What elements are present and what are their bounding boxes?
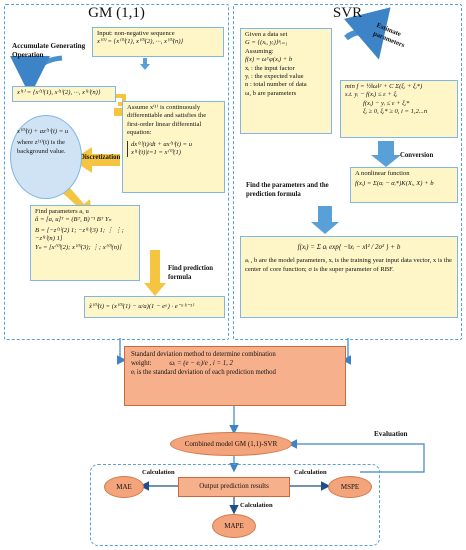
input-sequence: x⁽⁰⁾ = {x⁽⁰⁾(1), x⁽⁰⁾(2), ···, x⁽⁰⁾(n)} — [97, 38, 184, 46]
calc-label-mspe: Calculation — [294, 469, 327, 476]
ago-arrow — [10, 55, 63, 96]
given-box: Given a data set G = {(xᵢ, yᵢ)}ⁿᵢ₌₁ Assu… — [240, 28, 332, 134]
combined-model-ellipse: Combined model GM (1,1)-SVR — [170, 432, 292, 456]
assume-text: Assume x⁽¹⁾ is continuously differentiab… — [127, 104, 207, 137]
combo-line2: weight: ωᵢ = (e − eᵢ)/e , i = 1, 2 — [131, 359, 339, 368]
params-title: Find parameters a, u — [35, 208, 89, 215]
combo-line3: eᵢ is the standard deviation of each pre… — [131, 369, 276, 377]
input-label: Input: non-negative sequence — [97, 30, 175, 37]
svr-pred-desc: aᵢ , b are the model parameters, xᵢ is t… — [245, 257, 452, 273]
combo-line1: Standard deviation method to determine c… — [131, 351, 276, 358]
gm-title: GM (1,1) — [88, 5, 145, 21]
yellow-arrow-find-prediction — [144, 250, 166, 296]
mspe-ellipse: MSPE — [328, 476, 372, 498]
mape-ellipse: MAPE — [212, 514, 256, 538]
calc-label-mae: Calculation — [142, 469, 175, 476]
evaluation-loop — [287, 439, 425, 473]
nonlinear-box: A nonlinear function f(xᵢ) = Σ(αᵢ − αᵢ*)… — [350, 167, 458, 203]
find-params-prediction-label: Find the parameters and the prediction f… — [246, 182, 329, 198]
estimate-arrow — [343, 7, 391, 60]
ode-line1: dx⁽¹⁾(t)/dt + ax⁽¹⁾(t) = u — [131, 140, 193, 148]
combo-weight-label: weight: — [131, 360, 152, 368]
assume-box: Assume x⁽¹⁾ is continuously differentiab… — [122, 101, 225, 193]
find-prediction-label: Find prediction formula — [168, 265, 214, 281]
matrix-y: Yₙ = [x⁽⁰⁾(2); x⁽⁰⁾(3); ⋮; x⁽⁰⁾(n)] — [35, 243, 122, 251]
blue-arrow-find-prediction — [311, 206, 339, 234]
line-gm-to-combo — [116, 338, 127, 365]
given-line-4: xᵢ : the input factor — [245, 64, 295, 72]
evaluation-label: Evaluation — [374, 430, 408, 438]
gm-prediction-formula: x̂⁽⁰⁾(t) = (x⁽⁰⁾(1) − u/a)(1 − eᵃ) · e⁻ᵃ… — [84, 296, 225, 318]
nonlinear-title: A nonlinear function — [355, 170, 410, 177]
given-line-2: Assuming: — [245, 47, 274, 55]
given-line-6: n : total number of data — [245, 81, 307, 89]
opt-line-3: ξᵢ ≥ 0, ξᵢ* ≥ 0, i = 1,2...n — [363, 108, 428, 116]
given-line-3: f(x) = ωᵀφ(xᵢ) + b — [245, 56, 293, 64]
output-region — [90, 464, 380, 546]
calc-label-mape: Calculation — [240, 502, 273, 509]
opt-line-0: min f = ½‖ω‖² + C Σ(ξᵢ + ξᵢ*) — [345, 83, 423, 90]
yellow-arrow-discretization — [72, 147, 120, 173]
ago-label: Accumulate Generating Operation — [12, 42, 86, 59]
conversion-label: Conversion — [400, 152, 434, 159]
mae-ellipse: MAE — [104, 476, 144, 498]
svr-title: SVR — [332, 5, 363, 21]
combo-weight-eq: ωᵢ = (e − eᵢ)/e , i = 1, 2 — [169, 360, 233, 368]
disc-where: where z⁽¹⁾(t) is the background value. — [17, 139, 66, 155]
given-line-1: G = {(xᵢ, yᵢ)}ⁿᵢ₌₁ — [245, 39, 288, 47]
svr-prediction-box: f(xᵢ) = Σ aᵢ exp{ −‖xᵢ − x‖² / 2σ² } + b… — [240, 236, 458, 318]
given-line-0: Given a data set — [245, 31, 288, 38]
ode-system: dx⁽¹⁾(t)/dt + ax⁽¹⁾(t) = u x⁽¹⁾(t)|t=1 =… — [127, 140, 220, 158]
matrix-b: B = [−z⁽¹⁾(2) 1; −z⁽¹⁾(3) 1; ⋮ ⋮; −z⁽¹⁾(… — [35, 226, 124, 243]
input-box: Input: non-negative sequence x⁽⁰⁾ = {x⁽⁰… — [92, 27, 224, 57]
blue-arrow-conversion — [371, 141, 401, 167]
optimization-box: min f = ½‖ω‖² + C Σ(ξᵢ + ξᵢ*) s.t. yᵢ − … — [340, 80, 458, 138]
discretization-circle: x⁽⁰⁾(t) + az⁽¹⁾(t) = u where z⁽¹⁾(t) is … — [10, 115, 82, 199]
disc-equation: x⁽⁰⁾(t) + az⁽¹⁾(t) = u — [17, 128, 69, 135]
gm-panel — [4, 4, 229, 340]
params-eq: â = [a, u]ᵀ = (Bᵀ, B)⁻¹ Bᵀ Yₙ — [35, 216, 112, 224]
params-box: Find parameters a, u â = [a, u]ᵀ = (Bᵀ, … — [30, 205, 140, 281]
input-down-arrow — [140, 57, 150, 70]
combination-weight-box: Standard deviation method to determine c… — [124, 346, 346, 406]
given-line-7: ω, b are parameters — [245, 89, 297, 97]
discretization-label: Discretization — [80, 154, 121, 161]
arrow-x1-to-assume — [114, 94, 126, 106]
ode-line2: x⁽¹⁾(t)|t=1 = x⁽⁰⁾(1) — [131, 149, 182, 157]
opt-line-1: s.t. yᵢ − f(xᵢ) ≤ ε + ξᵢ — [345, 91, 398, 99]
nonlinear-eq: f(xᵢ) = Σ(αᵢ − αᵢ*)K(Xᵢ, X) + b — [355, 180, 434, 188]
svr-panel — [233, 4, 462, 340]
output-results-box: Output prediction results — [178, 477, 290, 497]
x1-sequence-box: x⁽¹⁾ = {x⁽¹⁾(1), x⁽¹⁾(2), ···, x⁽¹⁾(n)} — [12, 86, 116, 102]
given-line-5: yᵢ : the expected value — [245, 73, 304, 81]
svr-pred-eq: f(xᵢ) = Σ aᵢ exp{ −‖xᵢ − x‖² / 2σ² } + b — [297, 243, 401, 251]
opt-line-2: f(xᵢ) − yᵢ ≤ ε + ξᵢ* — [363, 99, 410, 107]
